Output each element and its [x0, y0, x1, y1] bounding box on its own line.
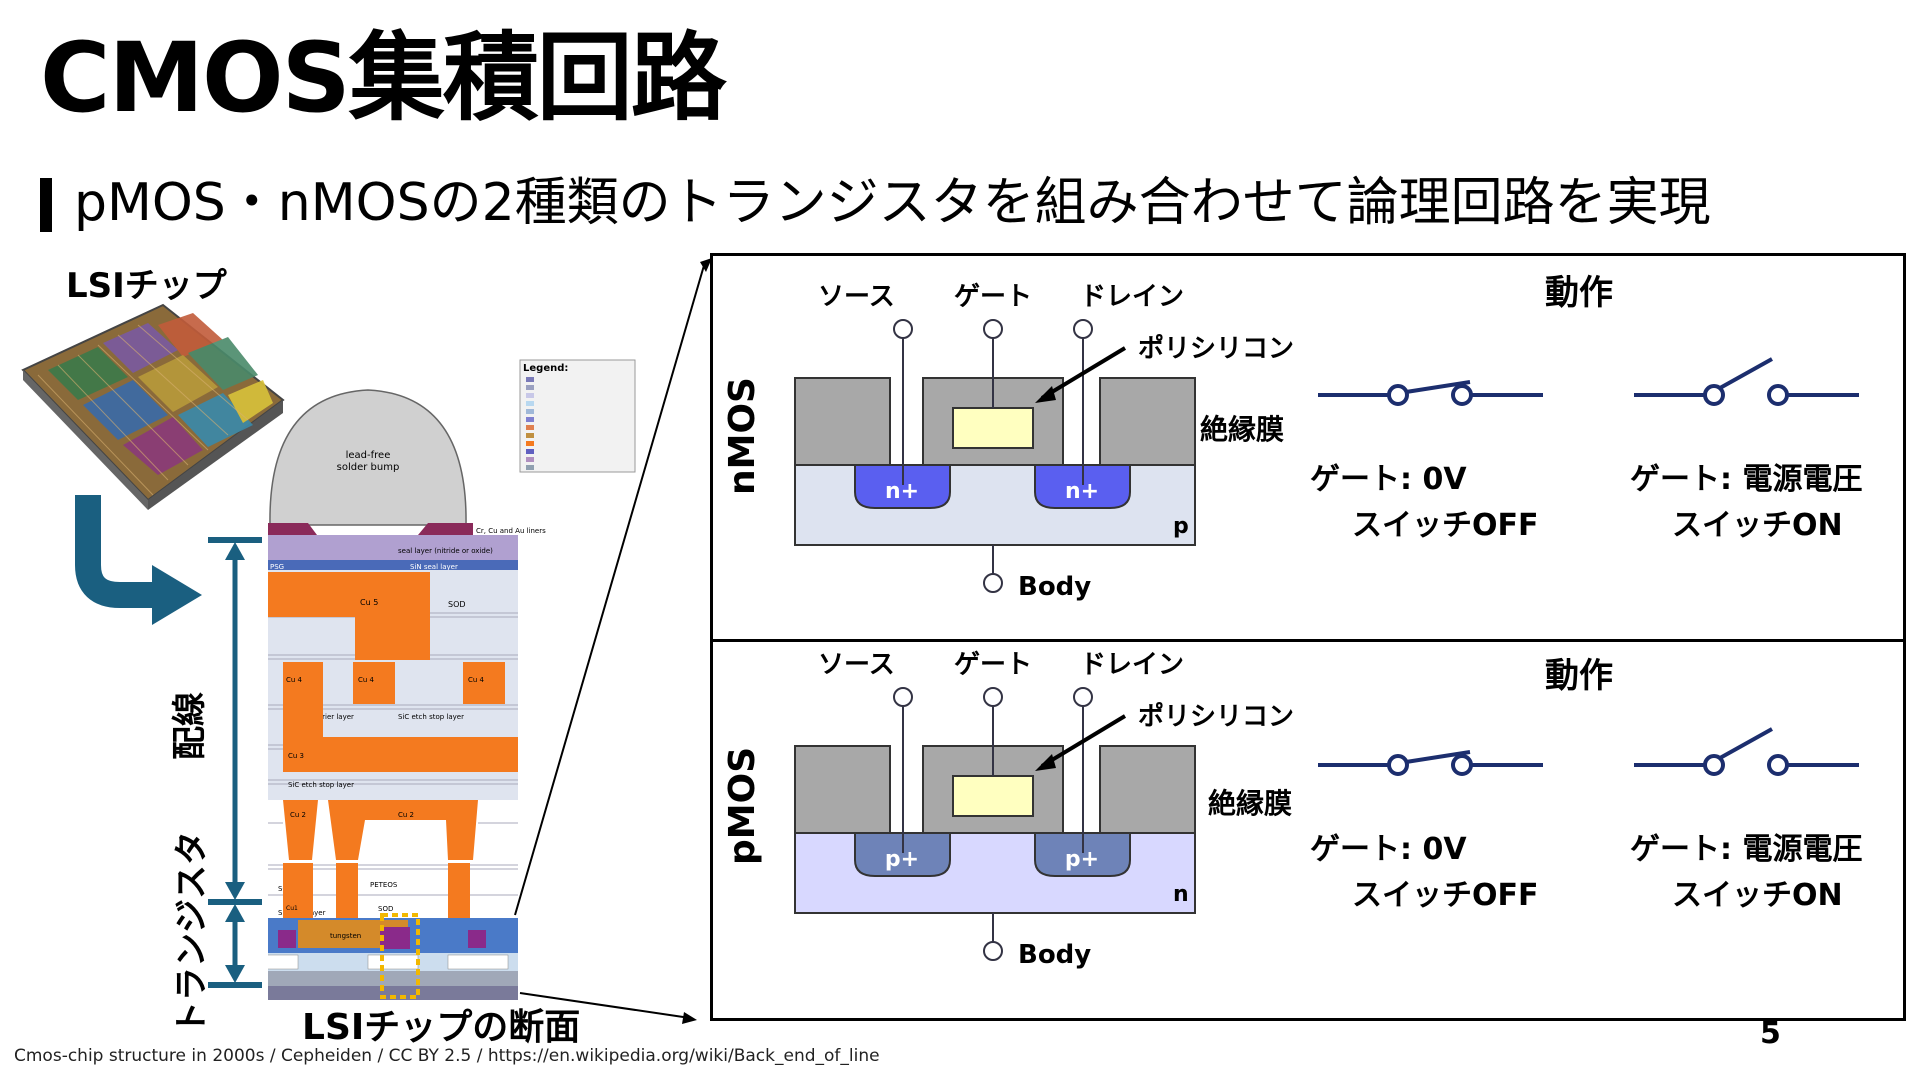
subtitle-bar — [40, 178, 52, 232]
psg-label: PSG — [270, 563, 284, 571]
legend-title: Legend: — [523, 363, 568, 374]
pmos-switch-off: スイッチOFF — [1352, 878, 1539, 913]
pmos-side-label: pMOS — [722, 746, 763, 865]
cu4-label-2: Cu 4 — [358, 676, 375, 684]
process-arrow-icon — [75, 495, 202, 625]
tungsten-label: tungsten — [330, 932, 361, 940]
nmos-drain-label: ドレイン — [1080, 282, 1185, 312]
bump-label-2: solder bump — [337, 462, 400, 473]
cu2-label-2: Cu 2 — [398, 811, 414, 819]
cu2-label-1: Cu 2 — [290, 811, 306, 819]
transistor-label: トランジスタ — [172, 831, 212, 1035]
liners-label: Cr, Cu and Au liners — [476, 527, 546, 535]
chip-label: LSIチップ — [66, 266, 227, 306]
nmos-right-region: n+ — [1065, 479, 1099, 504]
pmos-poly-label: ポリシリコン — [1138, 702, 1295, 732]
nmos-substrate: p — [1173, 514, 1189, 539]
cu1-label: Cu1 — [286, 905, 298, 912]
lsi-chip-image — [21, 303, 285, 510]
sic-label-1: SiC etch stop layer — [398, 713, 464, 721]
sod-label-1: SOD — [448, 600, 466, 609]
page-number: 5 — [1760, 1016, 1781, 1051]
nmos-poly-label: ポリシリコン — [1138, 334, 1295, 364]
nmos-left-region: n+ — [885, 479, 919, 504]
subtitle: pMOS・nMOSの2種類のトランジスタを組み合わせて論理回路を実現 — [74, 173, 1711, 233]
nmos-insulator-label: 絶縁膜 — [1200, 413, 1285, 446]
page-title: CMOS集積回路 — [40, 22, 727, 134]
cross-section-label: LSIチップの断面 — [302, 1007, 581, 1048]
nmos-gate-vdd: ゲート: 電源電圧 — [1630, 462, 1863, 497]
nmos-side-label: nMOS — [722, 377, 763, 495]
nmos-source-label: ソース — [818, 282, 895, 312]
seal-label: seal layer (nitride or oxide) — [398, 547, 493, 555]
sic-label-2: SiC etch stop layer — [288, 781, 354, 789]
bump-label-1: lead-free — [346, 450, 391, 461]
sod-label-3: SOD — [378, 905, 393, 913]
sin-seal-label: SiN seal layer — [410, 563, 458, 571]
nmos-switch-on: スイッチON — [1672, 508, 1843, 543]
dimension-arrows — [208, 537, 262, 988]
peteos-label: PETEOS — [370, 881, 398, 889]
wiring-label: 配線 — [170, 692, 210, 760]
nmos-switch-on-icon — [1634, 357, 1859, 406]
nmos-switch-off-icon — [1318, 380, 1543, 406]
pmos-gate-0v: ゲート: 0V — [1310, 832, 1467, 867]
pmos-switch-off-icon — [1318, 750, 1543, 776]
image-credit: Cmos-chip structure in 2000s / Cepheiden… — [14, 1046, 880, 1066]
nmos-switch-off: スイッチOFF — [1352, 508, 1539, 543]
cu4-label-3: Cu 4 — [468, 676, 485, 684]
pmos-source-label: ソース — [818, 650, 895, 680]
pmos-gate-vdd: ゲート: 電源電圧 — [1630, 832, 1863, 867]
pmos-switch-on-icon — [1634, 727, 1859, 776]
nmos-gate-0v: ゲート: 0V — [1310, 462, 1467, 497]
pmos-left-region: p+ — [885, 847, 919, 872]
pmos-gate-label: ゲート — [954, 650, 1033, 680]
pmos-drain-label: ドレイン — [1080, 650, 1185, 680]
cu3-label: Cu 3 — [288, 752, 304, 760]
nmos-operation-title: 動作 — [1545, 273, 1613, 313]
pmos-switch-on: スイッチON — [1672, 878, 1843, 913]
pmos-operation-title: 動作 — [1545, 656, 1613, 696]
cu5-label: Cu 5 — [360, 598, 378, 607]
panel-divider — [713, 639, 1903, 642]
nmos-gate-label: ゲート — [954, 282, 1033, 312]
pmos-substrate: n — [1173, 882, 1189, 907]
pmos-insulator-label: 絶縁膜 — [1208, 787, 1293, 820]
pmos-right-region: p+ — [1065, 847, 1099, 872]
mos-panel — [710, 253, 1906, 1021]
cu4-label-1: Cu 4 — [286, 676, 303, 684]
nmos-structure: n+ n+ p — [794, 319, 1196, 593]
pmos-structure: p+ p+ n — [794, 687, 1196, 961]
lsi-cross-section: Legend: lead-free solder bump Cr, Cu and… — [268, 359, 636, 1000]
pmos-body-label: Body — [1018, 940, 1092, 970]
nmos-body-label: Body — [1018, 572, 1092, 602]
